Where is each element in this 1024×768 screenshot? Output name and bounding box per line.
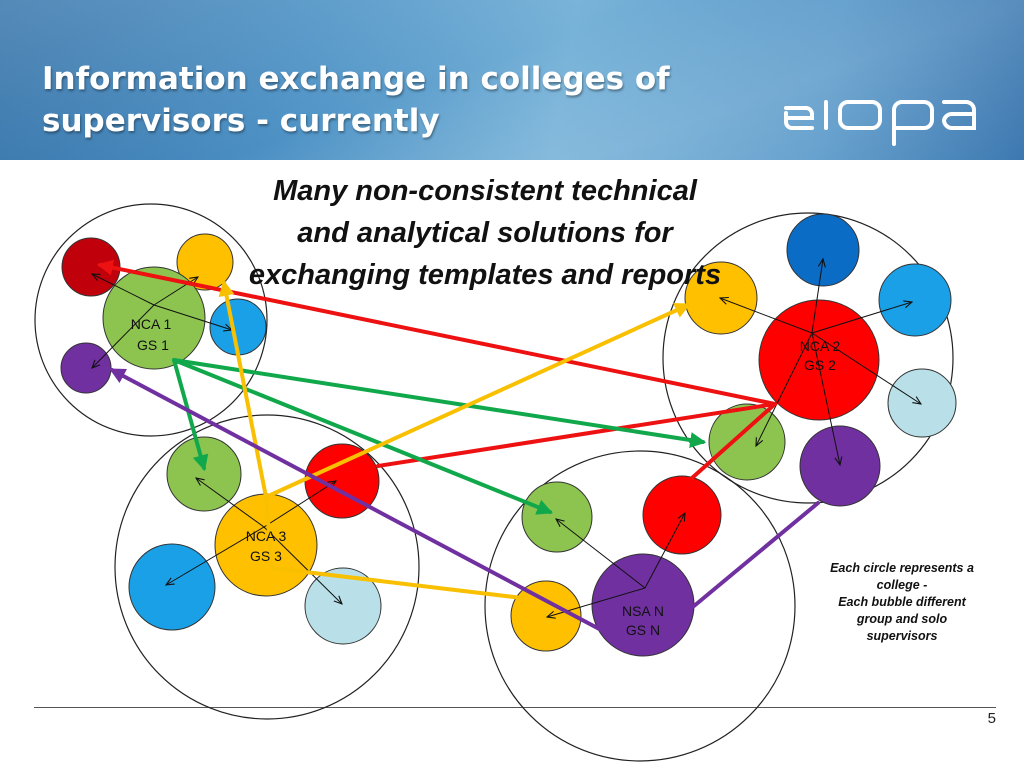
slide-title: Information exchange in colleges of supe…	[42, 58, 762, 142]
nsan-label-line1: NSA N	[622, 603, 664, 619]
arrow-c3-to-blue	[166, 526, 265, 585]
bubble-c2-purple	[799, 425, 881, 507]
note-line-5: supervisors	[866, 629, 938, 643]
college-2-outline	[662, 212, 954, 504]
college-n-outline	[484, 450, 796, 762]
title-line-2: supervisors - currently	[42, 103, 440, 139]
header-sheen	[0, 0, 1024, 160]
bubble-cn-yellow	[510, 580, 582, 652]
arrow-red-nca2-to-cn	[690, 402, 777, 480]
nsan-label-line2: GS N	[626, 622, 660, 638]
bubble-c2-dark-blue	[786, 213, 860, 287]
slide-subtitle: Many non-consistent technical and analyt…	[200, 170, 770, 296]
nca2-label-line1: NCA 2	[800, 338, 841, 354]
arrow-c3-to-light-blue	[263, 526, 342, 604]
nca3-label-line2: GS 3	[250, 548, 282, 564]
eiopa-logo: eiopa	[784, 100, 976, 146]
arrow-red-nca2-to-c1	[96, 259, 777, 406]
arrow-c1-to-blue	[153, 304, 232, 330]
arrow-cn-to-red	[644, 513, 685, 589]
nca1-label-line2: GS 1	[137, 337, 169, 353]
nca1-label-line1: NCA 1	[131, 316, 172, 332]
note-line-1: Each circle represents a	[830, 561, 974, 575]
page-number: 5	[987, 710, 996, 727]
arrow-c1-to-purple	[92, 304, 155, 368]
subtitle-line-3: exchanging templates and reports	[248, 259, 722, 291]
nca2-label-line2: GS 2	[804, 357, 836, 373]
arrow-c2-to-purple	[811, 332, 840, 465]
header-banner: Information exchange in colleges of supe…	[0, 0, 1024, 160]
title-line-1: Information exchange in colleges of	[42, 61, 670, 97]
bubble-c2-center-red	[758, 299, 880, 421]
arrow-green-nca1-to-c2	[172, 358, 707, 448]
subtitle-line-2: and analytical solutions for	[297, 217, 673, 249]
college-outlines	[34, 203, 954, 762]
bubble-c3-green	[166, 436, 242, 512]
arrow-red-nca2-to-c3	[376, 402, 777, 468]
bubble-c1-dark-red	[61, 237, 121, 297]
arrow-c2-to-light-blue	[811, 332, 921, 404]
arrow-green-nca1-to-cn	[172, 358, 553, 515]
subtitle-line-1: Many non-consistent technical	[273, 175, 697, 207]
arrow-cn-to-green	[556, 519, 646, 589]
arrow-yellow-cn-segment	[270, 566, 524, 600]
arrow-purple-nsan-to-c1	[109, 368, 622, 642]
footer-divider	[34, 707, 996, 708]
arrow-c2-to-yellow	[720, 298, 813, 334]
bubble-c2-blue	[878, 263, 952, 337]
note-line-2: college -	[876, 578, 928, 592]
bubble-c3-light-blue	[304, 567, 382, 645]
bubble-cn-green	[521, 481, 593, 553]
college-1-outline	[34, 203, 268, 437]
arrow-yellow-nca3-to-c2	[264, 303, 691, 499]
arrow-purple-nsan-to-c2	[692, 501, 820, 608]
nca3-label-line1: NCA 3	[246, 528, 287, 544]
college-3-outline	[114, 414, 420, 720]
arrow-cn-to-yellow	[547, 587, 646, 617]
note-line-4: group and solo	[856, 612, 948, 626]
bubble-c1-purple	[60, 342, 112, 394]
intra-college-arrows	[92, 259, 921, 617]
arrow-c2-to-green	[756, 332, 813, 446]
arrow-c3-to-red	[263, 481, 336, 528]
arrow-green-nca1-to-c3	[172, 358, 209, 472]
inter-college-arrows	[96, 259, 820, 642]
note-line-3: Each bubble different	[838, 595, 966, 609]
arrow-c2-to-blue	[811, 302, 912, 334]
arrow-yellow-nca3-to-cn	[264, 495, 274, 570]
arrow-c2-to-dark-blue	[811, 259, 823, 334]
bubble-c3-blue	[128, 543, 216, 631]
arrow-c3-to-green	[196, 478, 265, 528]
bubble-c2-light-blue	[887, 368, 957, 438]
arrow-yellow-nca3-to-c1	[218, 279, 268, 499]
arrow-c1-to-dark-red	[92, 274, 155, 306]
bubble-cn-red	[642, 475, 722, 555]
bubble-c2-green	[708, 403, 786, 481]
legend-note: Each circle represents a college - Each …	[812, 560, 992, 645]
center-node-labels: NCA 1 GS 1 NCA 2 GS 2 NCA 3 GS 3 NSA N G…	[131, 316, 841, 638]
bubble-c1-yellow	[176, 233, 234, 291]
